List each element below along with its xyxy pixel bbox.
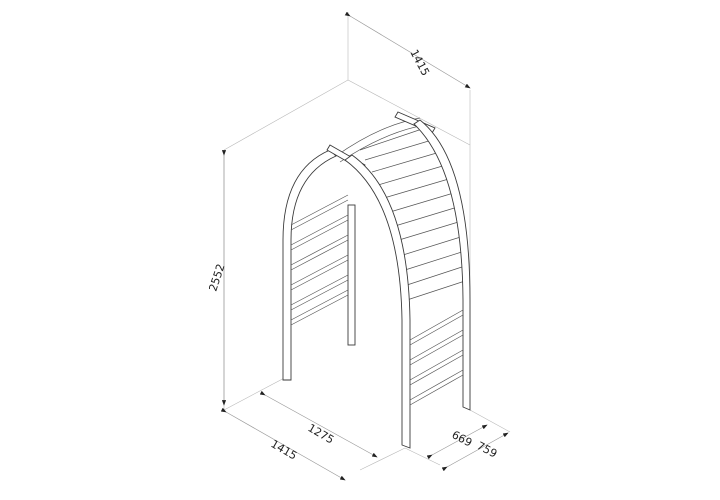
left-side-frame bbox=[282, 149, 356, 381]
outer-depth-label: 759 bbox=[475, 439, 500, 460]
roof-slats bbox=[335, 117, 469, 301]
right-side-frame bbox=[344, 119, 471, 449]
inner-width-label: 1275 bbox=[306, 421, 337, 446]
outer-width-label: 1415 bbox=[269, 437, 300, 462]
inner-depth-label: 669 bbox=[450, 428, 475, 449]
height-label: 2552 bbox=[206, 262, 227, 293]
dimension-lines bbox=[220, 11, 509, 481]
